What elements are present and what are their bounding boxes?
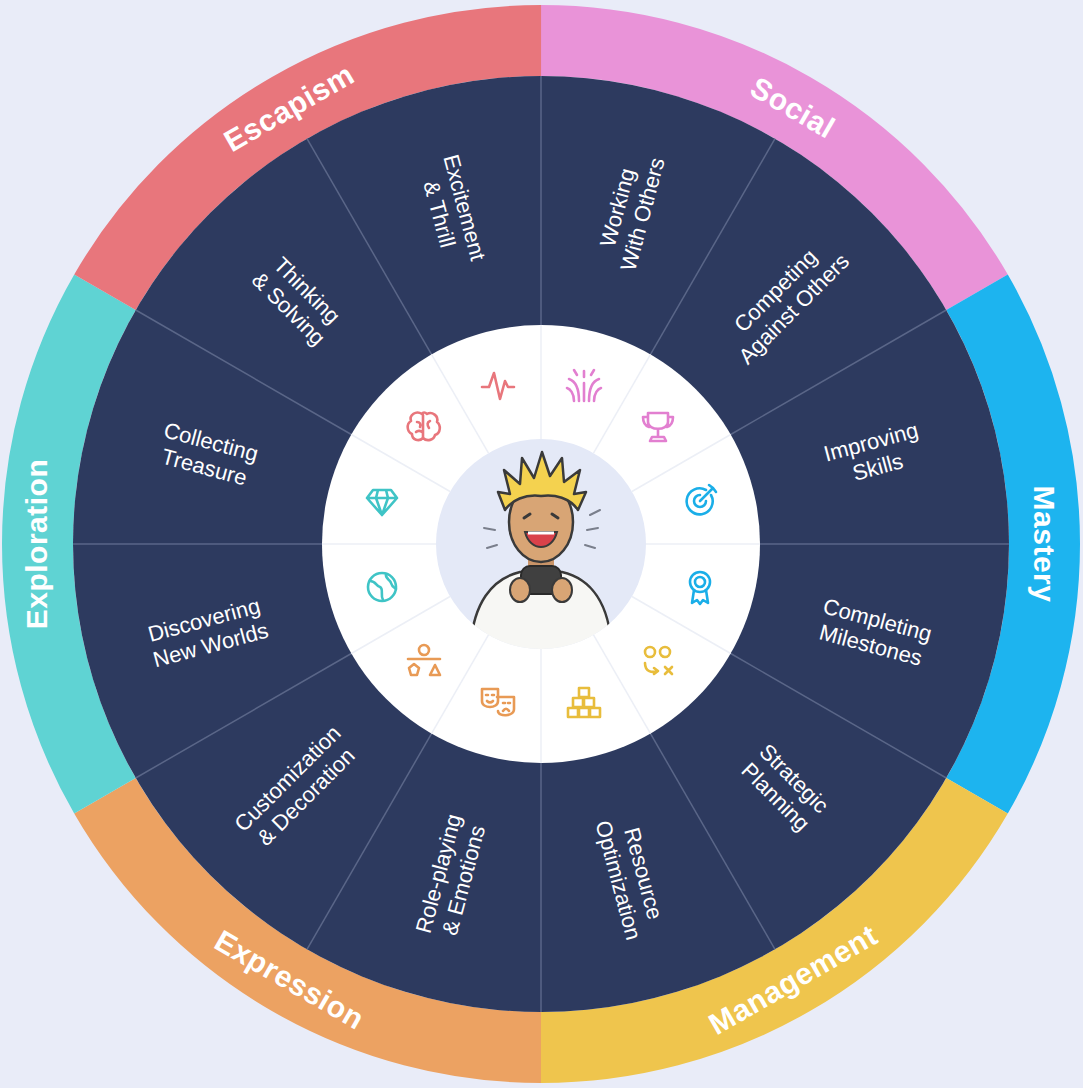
medal-icon (690, 572, 710, 604)
category-name: Exploration (21, 459, 55, 630)
mouth (525, 532, 557, 547)
globe-icon (368, 573, 396, 601)
gold-bars-icon (568, 688, 600, 717)
category-band-label: Exploration (21, 459, 55, 630)
target-icon (687, 485, 716, 514)
icon-dividers (322, 325, 760, 763)
segment-dividers (73, 76, 1009, 1012)
excitement-lines (484, 510, 600, 548)
strategy-icon (645, 647, 672, 674)
eyes (524, 514, 558, 518)
shapes-icon (408, 645, 440, 675)
right-hand (552, 578, 572, 602)
diamond-icon (367, 490, 397, 515)
brain-icon (408, 413, 440, 441)
teamwork-icon (567, 370, 601, 401)
left-hand (510, 578, 530, 602)
category-band-label: Mastery (1028, 486, 1062, 603)
category-name: Mastery (1028, 486, 1062, 603)
hair (498, 452, 586, 510)
pulse-icon (482, 373, 514, 399)
icon-ring (322, 325, 760, 763)
masks-icon (482, 689, 514, 715)
navy-ring (73, 76, 1009, 1012)
gamer-character (470, 452, 612, 660)
teeth (528, 532, 554, 535)
trophy-icon (643, 413, 673, 441)
